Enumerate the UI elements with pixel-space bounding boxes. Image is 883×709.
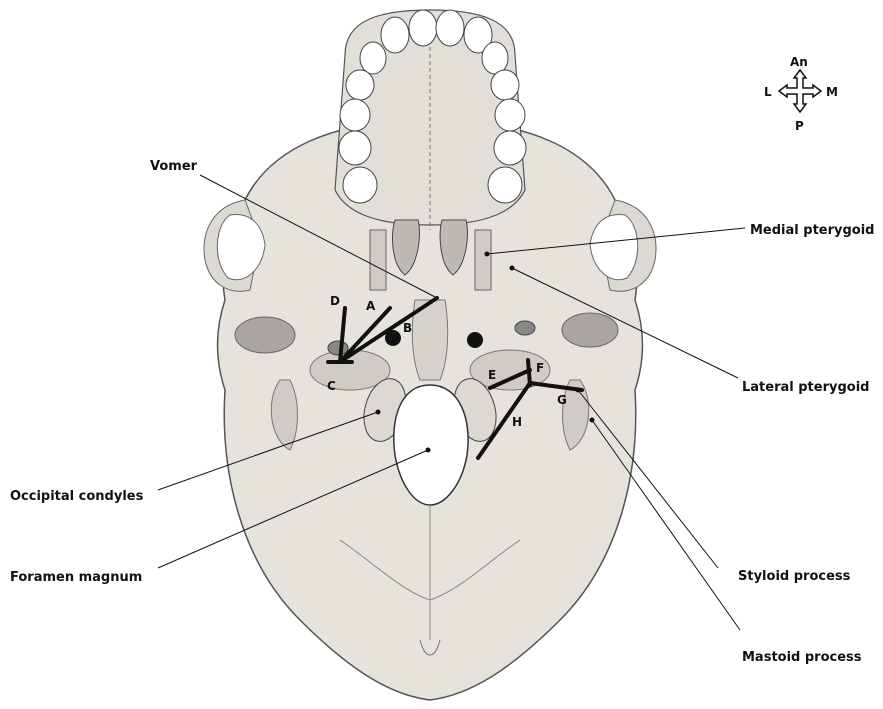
label-occipital-condyles: Occipital condyles [10,489,144,504]
compass-posterior: P [795,119,804,133]
left-mandibular-fossa [235,317,295,353]
compass-anterior: An [790,55,808,69]
letter-f: F [536,361,544,375]
right-carotid-canal [515,321,535,335]
letter-a: A [366,299,376,313]
skull-base-illustration [204,10,656,700]
label-medial-pterygoid: Medial pterygoid [750,223,875,238]
compass-lateral: L [764,85,772,99]
label-vomer: Vomer [150,159,198,174]
right-mandibular-fossa [562,313,618,347]
right-foramen-spot [467,332,483,348]
label-foramen-magnum: Foramen magnum [10,570,142,585]
label-styloid-process: Styloid process [738,569,851,584]
letter-g: G [557,393,567,407]
compass-icon [779,70,821,112]
letter-d: D [330,294,340,308]
compass-medial: M [826,85,838,99]
orientation-compass: An P L M [764,55,838,133]
letter-h: H [512,415,522,429]
letter-c: C [327,379,336,393]
label-lateral-pterygoid: Lateral pterygoid [742,380,869,395]
letter-e: E [488,368,496,382]
label-mastoid-process: Mastoid process [742,650,862,665]
right-pterygoid-plate [475,230,491,290]
letter-b: B [403,321,412,335]
left-pterygoid-plate [370,230,386,290]
left-carotid-canal [328,341,348,355]
